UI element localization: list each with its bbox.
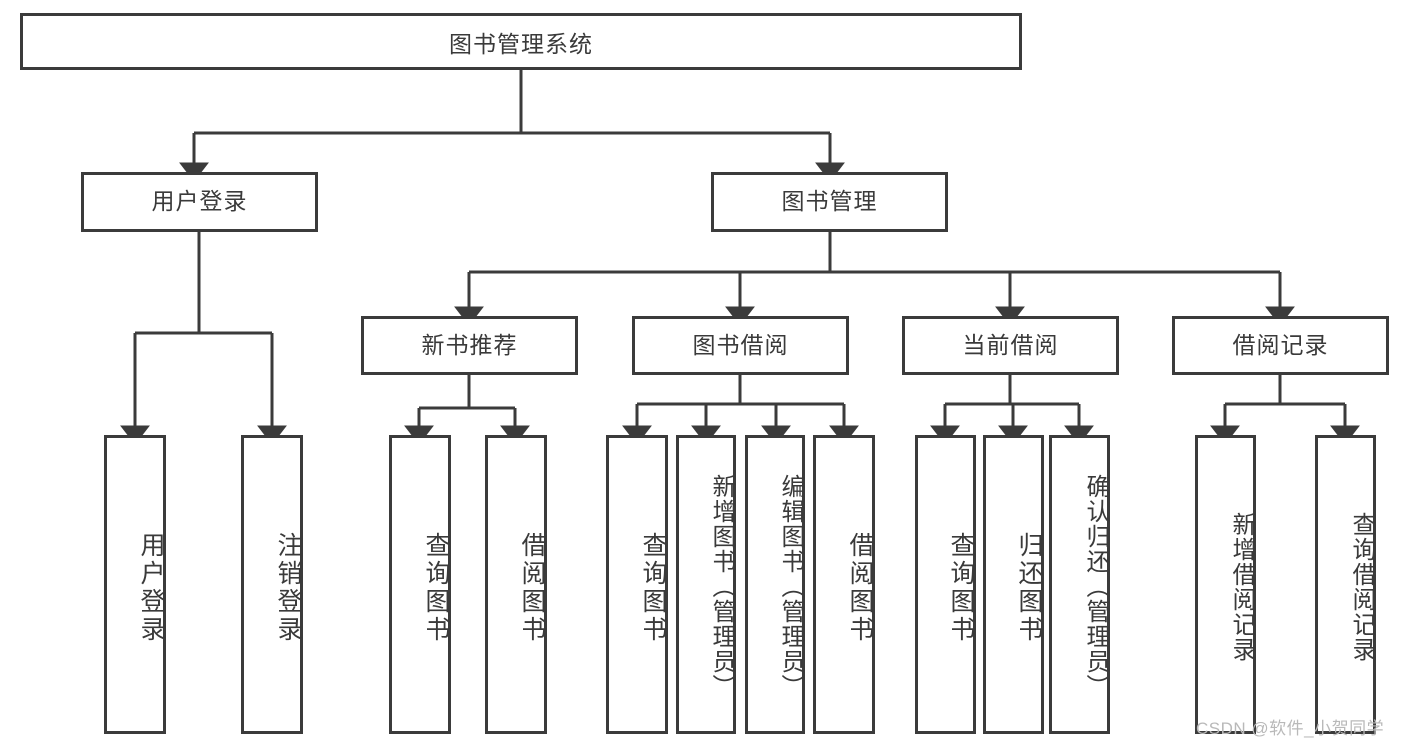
node-current-borrow[interactable]: 当前借阅 xyxy=(902,316,1119,375)
leaf-query-borrow-record[interactable]: 查询借阅记录 xyxy=(1315,435,1376,734)
leaf-borrow-book[interactable]: 借阅图书 xyxy=(813,435,875,734)
leaf-confirm-return-admin[interactable]: 确认归还（管理员） xyxy=(1049,435,1110,734)
node-book-borrow[interactable]: 图书借阅 xyxy=(632,316,849,375)
leaf-return-book[interactable]: 归还图书 xyxy=(983,435,1044,734)
leaf-user-login[interactable]: 用户登录 xyxy=(104,435,166,734)
leaf-query-book-current[interactable]: 查询图书 xyxy=(915,435,976,734)
node-borrow-record[interactable]: 借阅记录 xyxy=(1172,316,1389,375)
node-new-book-recommend[interactable]: 新书推荐 xyxy=(361,316,578,375)
leaf-query-book-recommend[interactable]: 查询图书 xyxy=(389,435,451,734)
leaf-add-book-admin[interactable]: 新增图书（管理员） xyxy=(676,435,736,734)
node-book-management[interactable]: 图书管理 xyxy=(711,172,948,232)
leaf-add-borrow-record[interactable]: 新增借阅记录 xyxy=(1195,435,1256,734)
node-root-system[interactable]: 图书管理系统 xyxy=(20,13,1022,70)
leaf-edit-book-admin[interactable]: 编辑图书（管理员） xyxy=(745,435,805,734)
leaf-borrow-book-recommend[interactable]: 借阅图书 xyxy=(485,435,547,734)
node-user-login[interactable]: 用户登录 xyxy=(81,172,318,232)
leaf-user-logout[interactable]: 注销登录 xyxy=(241,435,303,734)
watermark-label: CSDN @软件_小贺同学 xyxy=(1196,719,1385,738)
leaf-query-book-borrow[interactable]: 查询图书 xyxy=(606,435,668,734)
